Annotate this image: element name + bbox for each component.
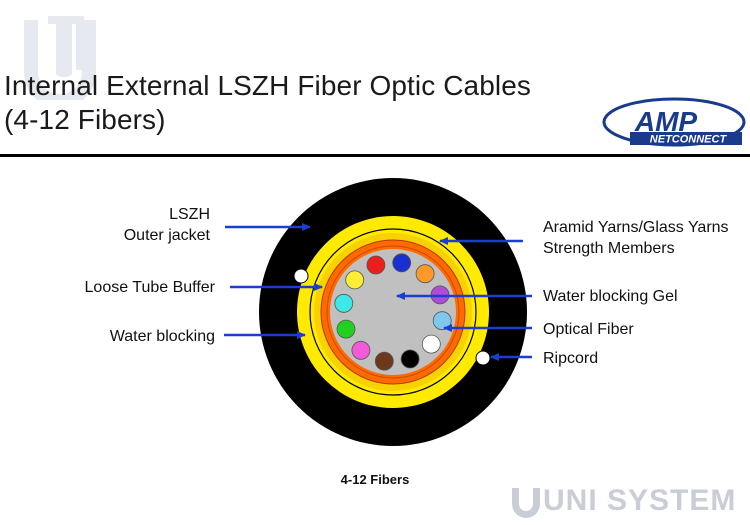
watermark-logo-icon (24, 16, 96, 100)
optical-fiber-1 (366, 255, 386, 275)
label-loose-tube-buffer: Loose Tube Buffer (85, 279, 216, 296)
label-strength-members: Strength Members (543, 240, 675, 257)
label-outer-jacket: Outer jacket (124, 227, 211, 244)
diagram-caption: 4-12 Fibers (340, 472, 410, 487)
optical-fiber-12 (345, 270, 365, 290)
optical-fiber-2 (392, 253, 412, 273)
title-divider (0, 154, 750, 157)
logo-brand-text: AMP (634, 106, 698, 137)
optical-fiber-10 (336, 319, 356, 339)
optical-fiber-3 (415, 264, 435, 284)
label-water-blocking: Water blocking (110, 328, 215, 345)
amp-netconnect-logo: AMP NETCONNECT (602, 97, 746, 147)
water-blocking-gel (330, 249, 456, 375)
label-water-blocking-gel: Water blocking Gel (543, 288, 678, 305)
page-title: Internal External LSZH Fiber Optic Cable… (4, 70, 531, 101)
aramid-inner-ring (309, 228, 477, 396)
label-ripcord: Ripcord (543, 350, 598, 367)
optical-fiber-7 (400, 349, 420, 369)
optical-fiber-11 (334, 293, 354, 313)
optical-fiber-8 (374, 351, 394, 371)
ripcord-left (293, 268, 309, 284)
ripcord-right (475, 350, 491, 366)
loose-tube-inner-ring (326, 245, 460, 379)
label-lszh: LSZH (169, 206, 210, 223)
optical-fiber-6 (421, 334, 441, 354)
label-aramid-yarns: Aramid Yarns/Glass Yarns (543, 219, 729, 236)
logo-sub-text: NETCONNECT (650, 134, 728, 146)
page-subtitle: (4-12 Fibers) (4, 104, 166, 135)
uni-system-watermark: UNI SYSTEM (543, 484, 737, 517)
optical-fiber-9 (351, 340, 371, 360)
uni-system-watermark-icon (512, 488, 540, 518)
label-optical-fiber: Optical Fiber (543, 321, 634, 338)
